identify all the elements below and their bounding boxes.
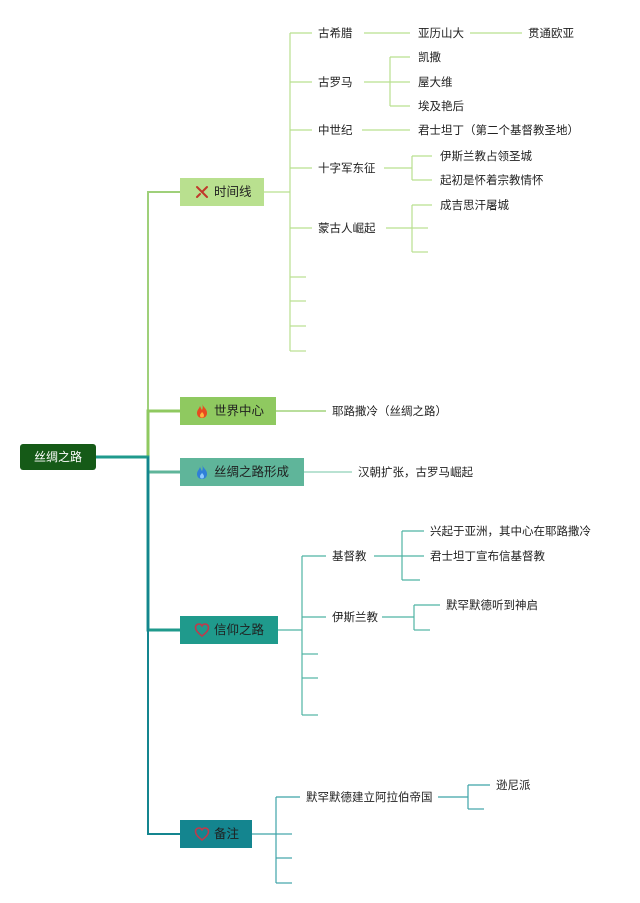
node-genghis[interactable]: 成吉思汗屠城 [440, 198, 509, 212]
heart-icon [194, 827, 210, 842]
node-caesar[interactable]: 凯撒 [418, 50, 441, 64]
node-alexander[interactable]: 亚历山大 [418, 26, 464, 40]
node-rise-in-asia[interactable]: 兴起于亚洲，其中心在耶路撒冷 [430, 524, 591, 538]
branch-label: 备注 [214, 826, 240, 841]
node-cleopatra[interactable]: 埃及艳后 [418, 99, 464, 113]
branch-label: 时间线 [214, 184, 252, 199]
node-sunni[interactable]: 逊尼派 [496, 778, 531, 792]
node-arab-empire[interactable]: 默罕默德建立阿拉伯帝国 [306, 790, 433, 804]
branch-timeline[interactable]: 时间线 [180, 178, 264, 206]
branch-label: 信仰之路 [214, 622, 265, 637]
node-eurasia[interactable]: 贯通欧亚 [528, 26, 574, 40]
node-jerusalem[interactable]: 耶路撒冷（丝绸之路） [332, 404, 447, 418]
node-ancient-greece[interactable]: 古希腊 [318, 26, 353, 40]
root-node[interactable]: 丝绸之路 [20, 444, 96, 470]
branch-faith-road[interactable]: 信仰之路 [180, 616, 278, 644]
heart-icon [194, 623, 210, 638]
branch-notes[interactable]: 备注 [180, 820, 252, 848]
node-han-rome[interactable]: 汉朝扩张，古罗马崛起 [358, 465, 473, 479]
node-christianity[interactable]: 基督教 [332, 549, 367, 563]
node-crusades[interactable]: 十字军东征 [318, 161, 376, 175]
node-constantine-faith[interactable]: 君士坦丁宣布信基督教 [430, 549, 545, 563]
node-mongols[interactable]: 蒙古人崛起 [318, 221, 376, 235]
branch-silk-road-formation[interactable]: 丝绸之路形成 [180, 458, 304, 486]
node-constantinople[interactable]: 君士坦丁（第二个基督教圣地） [418, 123, 579, 137]
node-islam-holy-city[interactable]: 伊斯兰教占领圣城 [440, 149, 532, 163]
node-religious-feeling[interactable]: 起初是怀着宗教情怀 [440, 173, 544, 187]
node-islam[interactable]: 伊斯兰教 [332, 610, 378, 624]
node-middle-ages[interactable]: 中世纪 [318, 123, 353, 137]
branch-world-center[interactable]: 世界中心 [180, 397, 276, 425]
node-muhammad-revelation[interactable]: 默罕默德听到神启 [446, 598, 538, 612]
branch-label: 世界中心 [214, 403, 265, 418]
node-octavian[interactable]: 屋大维 [418, 75, 453, 89]
node-ancient-rome[interactable]: 古罗马 [318, 75, 353, 89]
branch-label: 丝绸之路形成 [214, 464, 290, 479]
crossed-tools-icon [196, 186, 208, 198]
fire-icon [197, 404, 207, 418]
blue-flame-icon [197, 465, 207, 479]
